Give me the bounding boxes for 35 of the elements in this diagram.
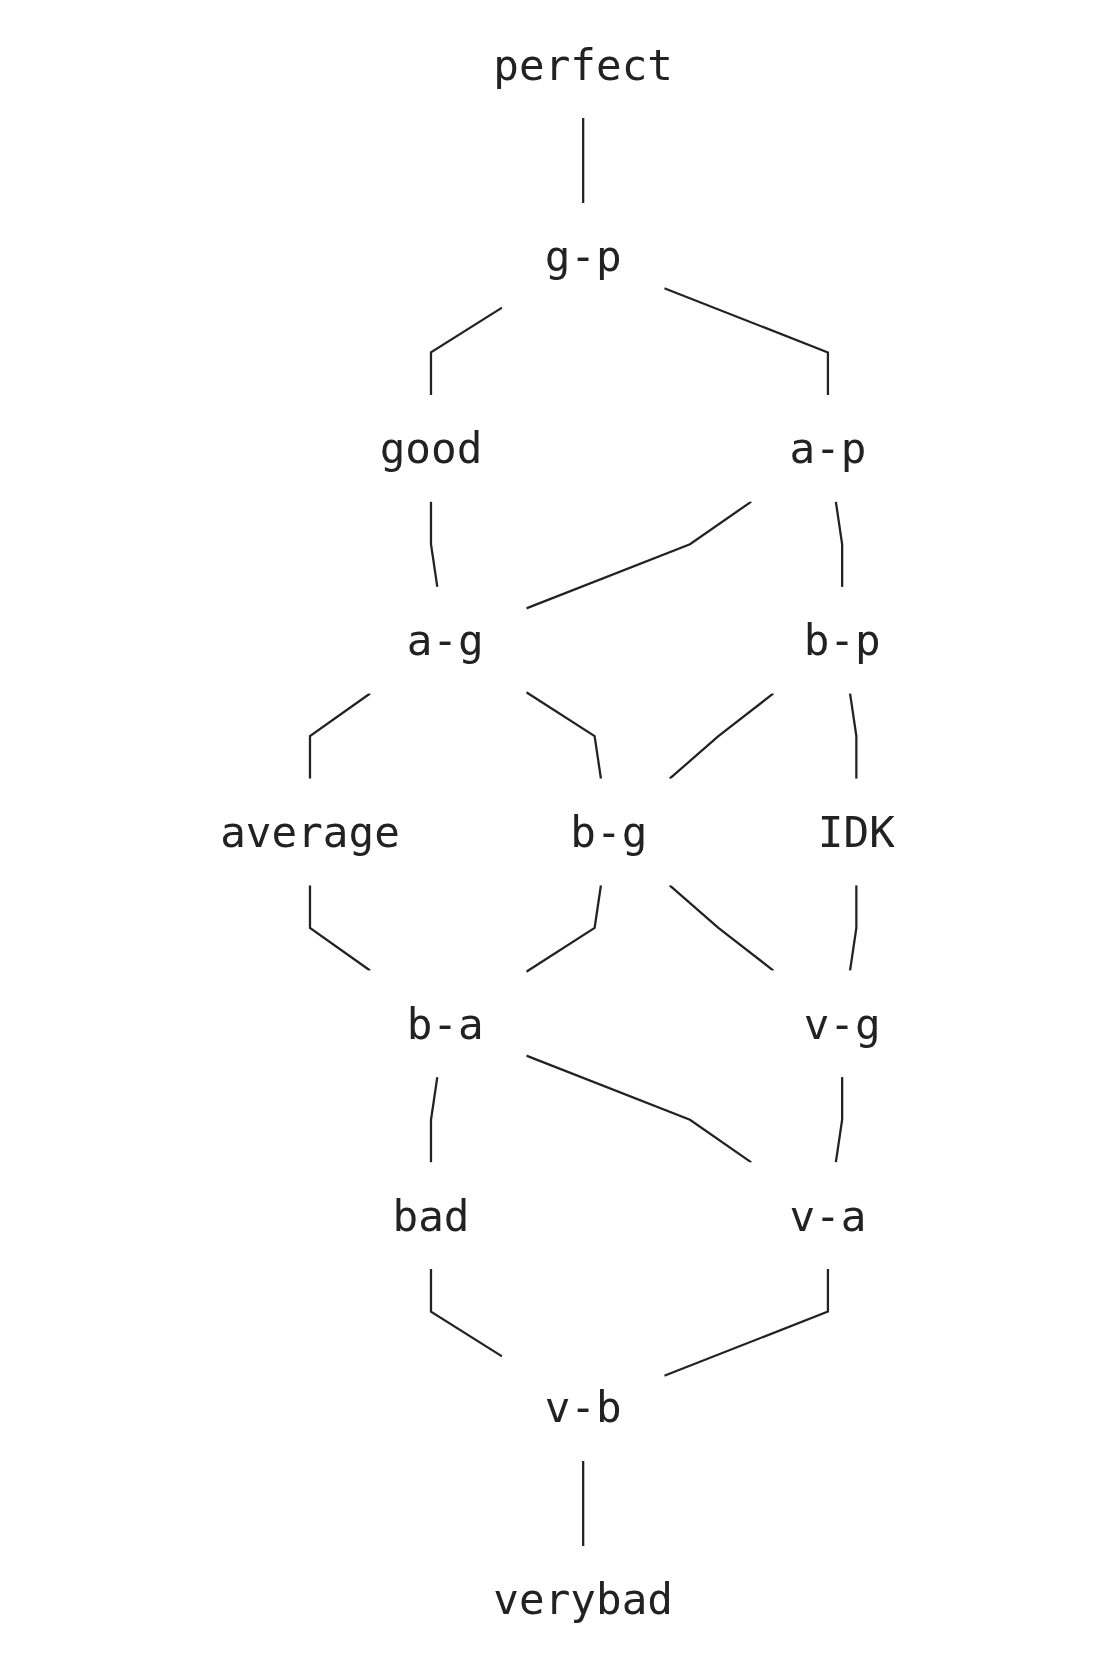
connector	[582, 1460, 585, 1547]
node-text: a-g	[406, 615, 484, 666]
node-text: v-a	[789, 1190, 867, 1241]
connector	[429, 1076, 439, 1163]
connector	[663, 1268, 830, 1377]
node-text: v-g	[803, 998, 881, 1049]
connector	[429, 501, 439, 588]
node-text: perfect	[493, 39, 673, 90]
node-text: IDK	[817, 807, 895, 857]
connector	[834, 1077, 844, 1163]
node-text: average	[220, 807, 400, 857]
connector	[525, 691, 603, 779]
node-text: g-p	[544, 231, 622, 282]
node-text: v-b	[544, 1382, 622, 1433]
connector	[848, 693, 858, 779]
node-text: bad	[392, 1190, 470, 1241]
node-text: b-p	[803, 615, 881, 666]
connector	[429, 306, 503, 396]
node-text: b-a	[406, 998, 484, 1049]
connector	[848, 885, 858, 971]
connector	[834, 501, 844, 587]
connector	[525, 1054, 752, 1164]
connector	[663, 287, 830, 396]
node-text: good	[379, 423, 483, 474]
connector	[429, 1268, 503, 1358]
node-text: a-p	[789, 423, 867, 474]
node-text: b-g	[570, 807, 648, 857]
connector	[582, 117, 585, 204]
connector	[308, 885, 371, 972]
connector	[525, 500, 752, 610]
connector	[525, 885, 603, 973]
connector	[668, 692, 775, 780]
node-text: verybad	[493, 1574, 673, 1625]
connector	[668, 884, 775, 972]
connector	[308, 692, 371, 779]
